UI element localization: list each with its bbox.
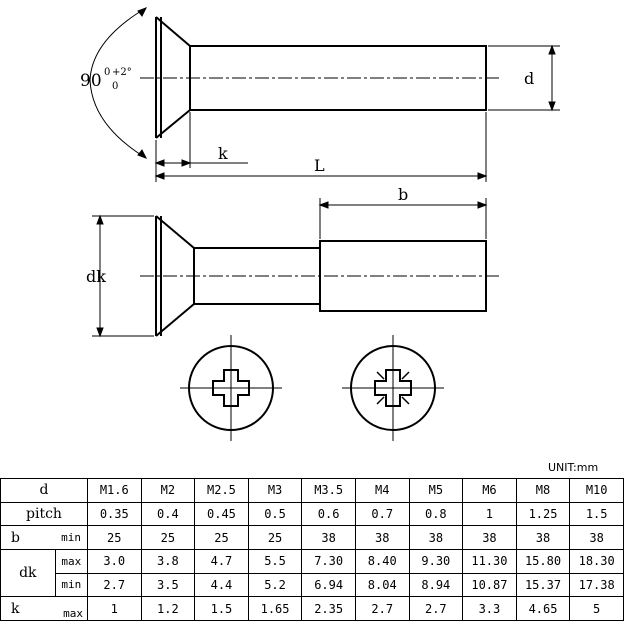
size-cell: M1.6 [86,478,142,503]
d-dimension-label: d [524,69,534,88]
k-cell: 2.7 [354,596,410,621]
k-cell: 5 [569,596,624,621]
pitch-cell: 0.45 [194,501,249,527]
size-cell: M4 [354,478,410,503]
dk-max-row: dk max 3.0 3.8 4.7 5.5 7.30 8.40 9.30 11… [0,548,624,598]
pitch-label: pitch [0,501,88,527]
pitch-cell: 0.8 [408,501,464,527]
k-row: k max 1 1.2 1.5 1.65 2.35 2.7 2.7 3.3 4.… [0,596,624,621]
k-dimension-label: k [218,144,228,163]
dk-max-cell: 9.30 [408,548,464,574]
k-cell: 2.35 [301,596,356,621]
b-row: b min 25 25 25 25 38 38 38 38 38 38 [0,525,624,550]
b-cell: 38 [462,525,517,550]
pitch-cell: 1.25 [515,501,571,527]
dk-min-cell: 3.5 [140,572,196,598]
dk-max-cell: 3.0 [86,548,142,574]
dk-min-cell: 10.87 [462,572,517,598]
pitch-cell: 0.5 [247,501,303,527]
dk-max-cell: 18.30 [569,548,624,574]
dk-min-cell: 15.37 [515,572,571,598]
size-cell: M2 [140,478,196,503]
pitch-row: pitch 0.35 0.4 0.45 0.5 0.6 0.7 0.8 1 1.… [0,501,624,527]
pitch-cell: 0.6 [301,501,356,527]
dk-min-cell: 5.2 [247,572,303,598]
angle-tolerance-lower: 0 [104,67,110,78]
b-cell: 25 [140,525,196,550]
k-cell: 1.65 [247,596,303,621]
header-label: d [0,478,88,503]
dk-max-cell: 11.30 [462,548,517,574]
k-cell: 4.65 [515,596,571,621]
b-dimension-label: b [398,185,408,204]
b-cell: 38 [301,525,356,550]
b-label: b [0,525,56,550]
dk-max-cell: 15.80 [515,548,571,574]
b-cell: 38 [408,525,464,550]
k-cell: 2.7 [408,596,464,621]
L-dimension-label: L [314,156,325,175]
dk-min-label: min [54,572,88,598]
dk-min-cell: 8.04 [354,572,410,598]
pitch-cell: 0.7 [354,501,410,527]
k-cell: 1.2 [140,596,196,621]
dk-max-cell: 4.7 [194,548,249,574]
size-cell: M3 [247,478,303,503]
dk-min-cell: 2.7 [86,572,142,598]
dk-min-cell: 17.38 [569,572,624,598]
k-cell: 3.3 [462,596,517,621]
dk-min-row: min 2.7 3.5 4.4 5.2 6.94 8.04 8.94 10.87… [1,572,624,598]
table-header-row: d M1.6 M2 M2.5 M3 M3.5 M4 M5 M6 M8 M10 [0,478,624,503]
angle-tolerance-upper: +2° [112,67,132,78]
k-cell: 1 [86,596,142,621]
dk-max-cell: 8.40 [354,548,410,574]
k-cell: 1.5 [194,596,249,621]
dk-max-cell: 5.5 [247,548,303,574]
b-sub-label: min [55,525,88,550]
b-cell: 38 [354,525,410,550]
k-sub-label: max [55,596,88,621]
size-cell: M6 [462,478,517,503]
size-cell: M3.5 [301,478,356,503]
dimension-spec-table: d M1.6 M2 M2.5 M3 M3.5 M4 M5 M6 M8 M10 p… [0,478,624,621]
size-cell: M10 [569,478,624,503]
dk-min-cell: 4.4 [194,572,249,598]
b-cell: 25 [86,525,142,550]
size-cell: M2.5 [194,478,249,503]
dk-max-cell: 3.8 [140,548,196,574]
b-cell: 25 [194,525,249,550]
b-cell: 25 [247,525,303,550]
pitch-cell: 0.4 [140,501,196,527]
k-label: k [0,596,56,621]
size-cell: M5 [408,478,464,503]
screw-technical-drawing: 90 +2° 0 0 d k L b dk [80,7,560,441]
angle-label: 90 [80,71,102,91]
dk-min-cell: 6.94 [301,572,356,598]
pitch-cell: 1.5 [569,501,624,527]
dk-min-cell: 8.94 [408,572,464,598]
dk-label: dk [0,548,56,598]
unit-label: UNIT:mm [548,461,599,474]
angle-tolerance-base: 0 [112,81,118,92]
pitch-cell: 1 [462,501,517,527]
b-cell: 38 [515,525,571,550]
dk-max-label: max [54,548,88,574]
pitch-cell: 0.35 [86,501,142,527]
size-cell: M8 [515,478,571,503]
dk-dimension-label: dk [86,267,106,286]
b-cell: 38 [569,525,624,550]
dk-max-cell: 7.30 [301,548,356,574]
